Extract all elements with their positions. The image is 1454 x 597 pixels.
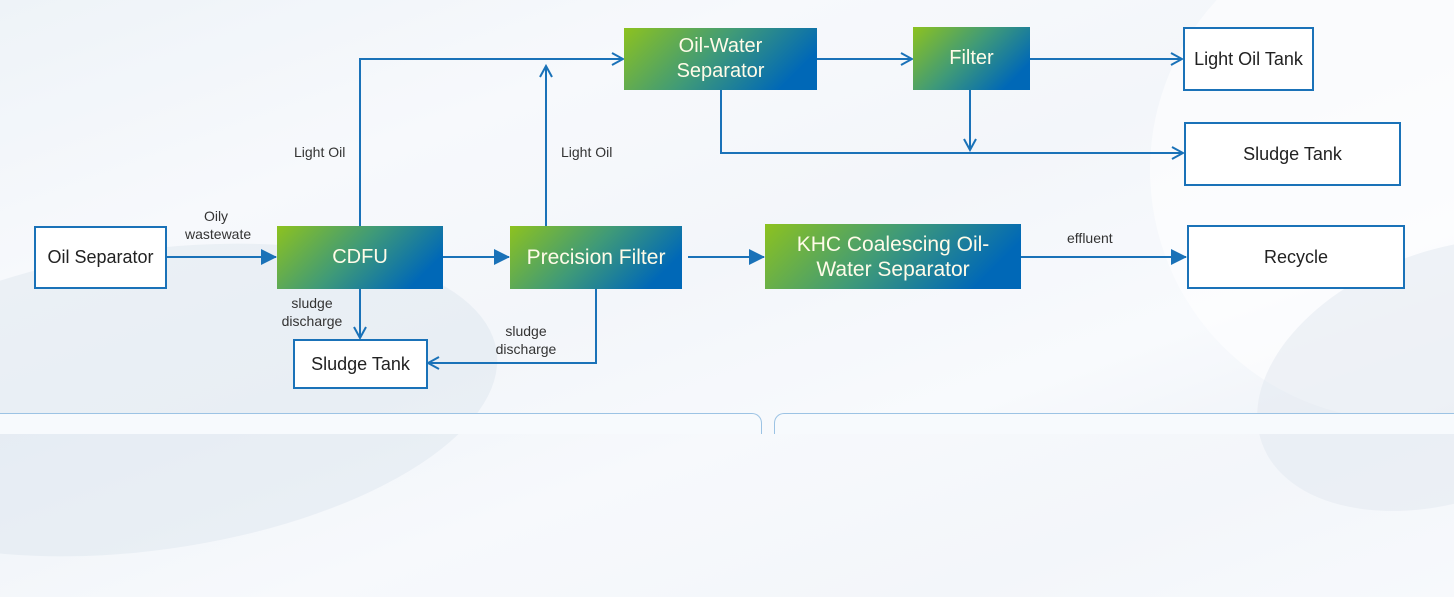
- node-oil-water-separator[interactable]: Oil-Water Separator: [624, 28, 817, 90]
- node-filter[interactable]: Filter: [913, 27, 1030, 90]
- node-label: Sludge Tank: [311, 353, 410, 374]
- node-label: Precision Filter: [526, 246, 666, 269]
- node-label: Filter: [949, 47, 994, 69]
- node-oil-separator[interactable]: Oil Separator: [34, 226, 167, 289]
- label-line: sludge: [291, 295, 333, 311]
- node-cdfu[interactable]: CDFU: [277, 226, 443, 289]
- edge-label-effluent: effluent: [1067, 230, 1113, 246]
- node-label: CDFU: [332, 246, 388, 268]
- bottom-panel-right: [774, 413, 1454, 434]
- label-line: wastewate: [185, 226, 252, 242]
- label-line: sludge: [505, 323, 547, 339]
- edge-precision-sludge: [428, 289, 597, 363]
- edge-label-light-oil-cdfu: Light Oil: [294, 144, 346, 160]
- edge-label-sludge-cdfu: sludge discharge: [278, 294, 346, 330]
- node-label: Oil Separator: [47, 247, 154, 267]
- bottom-panel-left: [0, 413, 762, 434]
- node-recycle[interactable]: Recycle: [1187, 225, 1405, 289]
- node-precision-filter[interactable]: Precision Filter: [510, 226, 682, 289]
- edge-cdfu-oilwater: [359, 59, 623, 226]
- edge-label-sludge-precision: sludge discharge: [492, 322, 560, 358]
- edge-label-light-oil-precision: Light Oil: [561, 144, 613, 160]
- label-line: Oily: [203, 208, 229, 224]
- connector-layer: [166, 0, 1187, 417]
- node-label: Recycle: [1263, 246, 1329, 267]
- label-line: discharge: [495, 341, 557, 357]
- node-label: Oil-Water Separator: [676, 35, 765, 82]
- node-label: KHC Coalescing Oil-Water Separator: [796, 232, 990, 281]
- node-sludge-tank-bottom[interactable]: Sludge Tank: [293, 339, 428, 389]
- node-label: Sludge Tank: [1243, 143, 1342, 164]
- edge-oilwater-sludge: [720, 90, 1183, 153]
- label-line: discharge: [281, 313, 343, 329]
- node-khc-coalescing-separator[interactable]: KHC Coalescing Oil-Water Separator: [765, 224, 1021, 289]
- edge-label-oily-wastewater: Oily wastewate: [185, 207, 252, 243]
- node-light-oil-tank[interactable]: Light Oil Tank: [1183, 27, 1314, 91]
- node-sludge-tank-right[interactable]: Sludge Tank: [1184, 122, 1401, 186]
- node-label: Light Oil Tank: [1194, 48, 1303, 69]
